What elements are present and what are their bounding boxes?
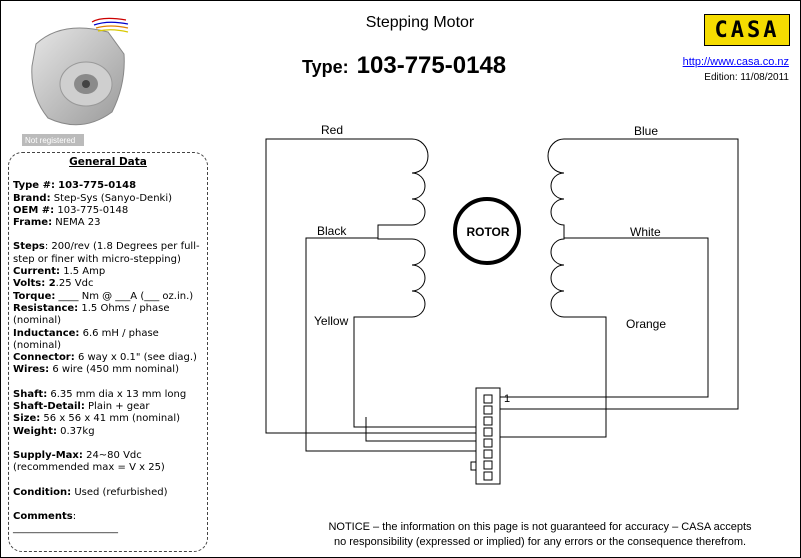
wire-black-path — [305, 237, 476, 452]
type-value: 103-775-0148 — [356, 52, 507, 79]
type-line: Type #: 103-775-0148 — [13, 180, 137, 192]
wire-red-path — [265, 138, 476, 434]
connector-line: Connector: 6 way x 0.1" (see diag.) — [13, 352, 197, 364]
wire-blue-label: Blue — [634, 124, 658, 138]
shaft-line: Shaft: 6.35 mm dia x 13 mm long — [13, 388, 187, 400]
wires-line: Wires: 6 wire (450 mm nominal) — [13, 364, 179, 376]
wire-yellow-label: Yellow — [314, 314, 349, 328]
type-label: Type: — [302, 57, 349, 77]
wire-white-path — [476, 237, 709, 398]
photo-caption: Not registered — [25, 136, 75, 145]
current-line: Current: 1.5 Amp — [13, 266, 106, 278]
frame-line: Frame: NEMA 23 — [13, 217, 101, 229]
page-title: Stepping Motor — [365, 14, 475, 31]
website-link[interactable]: http://www.casa.co.nz — [682, 56, 789, 68]
casa-logo: CASA — [704, 14, 790, 46]
general-data-panel: General Data Type #: 103-775-0148 Brand:… — [8, 152, 208, 552]
wire-white-label: White — [630, 225, 661, 239]
weight-line: Weight: 0.37kg — [13, 425, 95, 437]
rotor-label: ROTOR — [466, 225, 509, 239]
notice-line-2: no responsibility (expressed or implied)… — [333, 536, 747, 548]
wire-black-label: Black — [317, 224, 347, 238]
wire-orange-label: Orange — [626, 317, 666, 331]
wire-orange-path — [476, 316, 607, 438]
pin-one-label: 1 — [504, 393, 510, 405]
condition-line: Condition: Used (refurbished) — [13, 486, 168, 498]
notice-line-1: NOTICE – the information on this page is… — [328, 521, 752, 533]
brand-line: Brand: Step-Sys (Sanyo-Denki) — [13, 192, 173, 204]
resistance-line: Resistance: 1.5 Ohms / phase (nominal) — [13, 302, 170, 327]
right-coil — [547, 138, 565, 318]
comments-blank: _____________________ — [13, 523, 118, 535]
logo-text: CASA — [714, 17, 780, 43]
left-coil — [377, 138, 429, 318]
volts-line: Volts: 2.25 Vdc — [13, 278, 94, 290]
shaft-detail-line: Shaft-Detail: Plain + gear — [13, 401, 150, 413]
oem-line: OEM #: 103-775-0148 — [13, 204, 129, 216]
wire-blue-path — [476, 138, 739, 410]
size-line: Size: 56 x 56 x 41 mm (nominal) — [13, 413, 181, 425]
torque-line: Torque: ____ Nm @ ___A (___ oz.in.) — [13, 290, 194, 302]
general-data-heading: General Data — [69, 156, 147, 168]
wire-red-label: Red — [321, 123, 343, 137]
comments-line: Comments: — [13, 510, 77, 522]
wire-yellow-path — [353, 316, 476, 428]
inductance-line: Inductance: 6.6 mH / phase (nominal) — [13, 327, 159, 351]
rotor-circle — [453, 197, 521, 265]
disclaimer-notice: NOTICE – the information on this page is… — [300, 520, 780, 550]
edition-date: Edition: 11/08/2011 — [704, 72, 789, 83]
type-heading: Type: 103-775-0148 — [302, 52, 506, 80]
supply-line: Supply-Max: 24~80 Vdc (recommended max =… — [13, 449, 165, 474]
steps-line: Steps: 200/rev (1.8 Degrees per full-ste… — [13, 241, 200, 265]
motor-photo: Not registered — [22, 17, 129, 146]
